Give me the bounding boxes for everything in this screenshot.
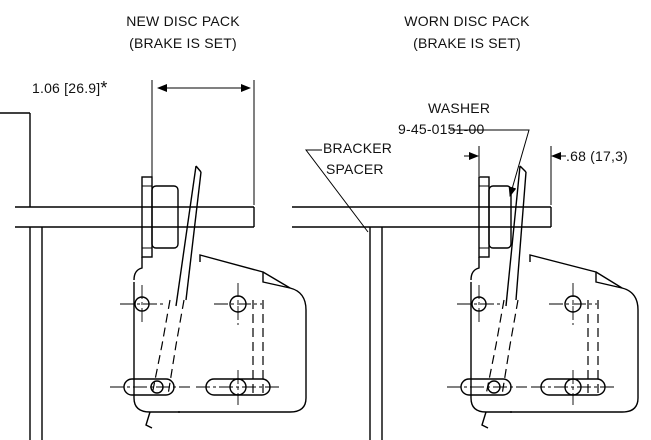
right-lever-outer	[505, 165, 521, 307]
right-bracket	[510, 254, 639, 413]
left-view-title-line2: (BRAKE IS SET)	[129, 35, 237, 51]
right-flange	[478, 176, 490, 258]
right-hub	[488, 185, 512, 249]
bracket-label-line1: BRACKER	[323, 140, 393, 156]
left-dimension-asterisk: *	[100, 78, 108, 98]
right-view-title-line1: WORN DISC PACK	[404, 13, 530, 29]
washer-label: WASHER	[428, 100, 491, 116]
left-dimension-value: 1.06 [26.9]	[32, 80, 101, 96]
left-view-title-line1: NEW DISC PACK	[126, 13, 240, 29]
washer-leader	[450, 129, 530, 197]
right-dimension-label: .68 (17,3)	[566, 148, 628, 164]
left-bracket	[178, 254, 307, 413]
washer-part-number: 9-45-0151-00	[398, 121, 485, 137]
bracket-label-line2: SPACER	[326, 161, 384, 177]
left-view-drawing	[0, 80, 307, 440]
left-dimension-label: 1.06 [26.9]*	[32, 78, 108, 98]
right-lever-inner	[515, 171, 527, 301]
left-lever-inner	[185, 171, 202, 301]
right-view-drawing	[292, 129, 639, 440]
bracket-spacer-leader	[304, 149, 369, 233]
right-view-title-line2: (BRAKE IS SET)	[413, 35, 521, 51]
left-flange	[141, 176, 153, 258]
left-hub	[151, 185, 179, 249]
left-lever-outer	[175, 165, 197, 307]
